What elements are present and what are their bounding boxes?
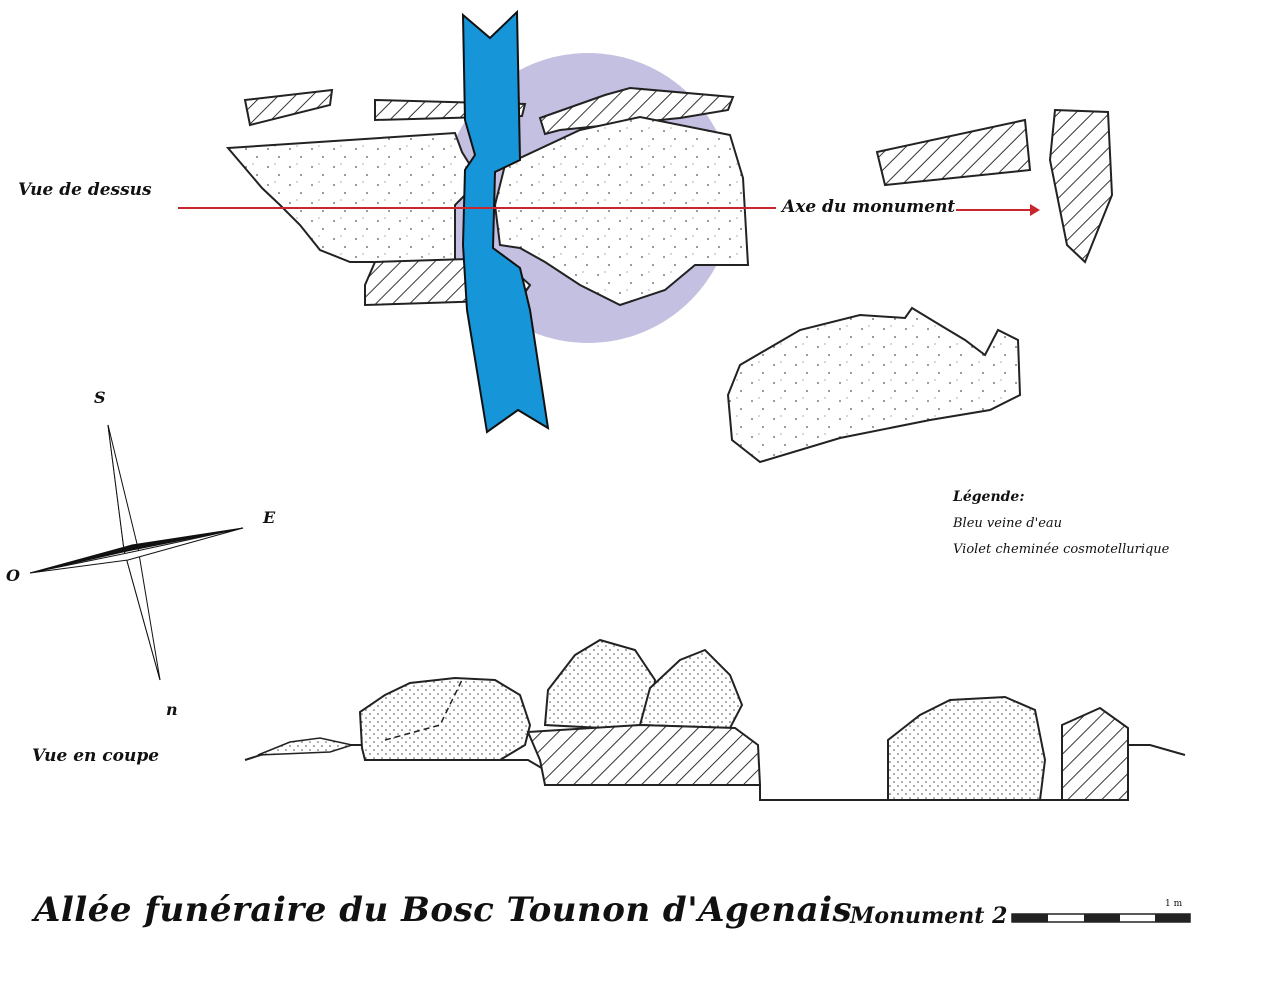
stone-hatched [538, 86, 735, 136]
section-view-label: Vue en coupe [32, 746, 160, 766]
legend-title: Légende: [953, 489, 1025, 505]
stone-hatched [1048, 108, 1114, 264]
stone-dotted [493, 115, 750, 307]
stone-dotted [358, 676, 532, 761]
scale-label: 1 m [1165, 899, 1183, 909]
axis-label: Axe du monument [782, 197, 956, 217]
stone-hatched [243, 88, 334, 127]
monument-label: Monument 2 [850, 903, 1008, 929]
compass-south-label: S [94, 388, 106, 407]
stone-hatched [875, 118, 1032, 187]
stone-dotted [887, 695, 1047, 801]
stone-dotted [225, 131, 471, 263]
water-vein-band [461, 9, 550, 434]
stone-dotted [726, 306, 1022, 464]
stone-dotted [543, 638, 657, 732]
compass-east-label: E [263, 508, 276, 527]
compass-rose [29, 424, 244, 681]
axis-arrow-head [1030, 204, 1040, 216]
page-title: Allée funéraire du Bosc Tounon d'Agenais [34, 890, 853, 930]
legend-item-chimney: Violet cheminée cosmotellurique [953, 542, 1170, 557]
hidden-outline [384, 679, 463, 741]
stone-dotted [638, 648, 744, 730]
stone-dotted [257, 737, 355, 756]
compass-north-label: n [166, 700, 178, 719]
stone-hatched [1061, 706, 1129, 801]
stone-hatched [526, 723, 762, 786]
top-view-label: Vue de dessus [18, 180, 152, 200]
legend-item-water-vein: Bleu veine d'eau [953, 516, 1063, 531]
compass-west-label: O [6, 566, 20, 585]
scale-bar [1011, 913, 1191, 923]
ground-line [1128, 744, 1186, 756]
